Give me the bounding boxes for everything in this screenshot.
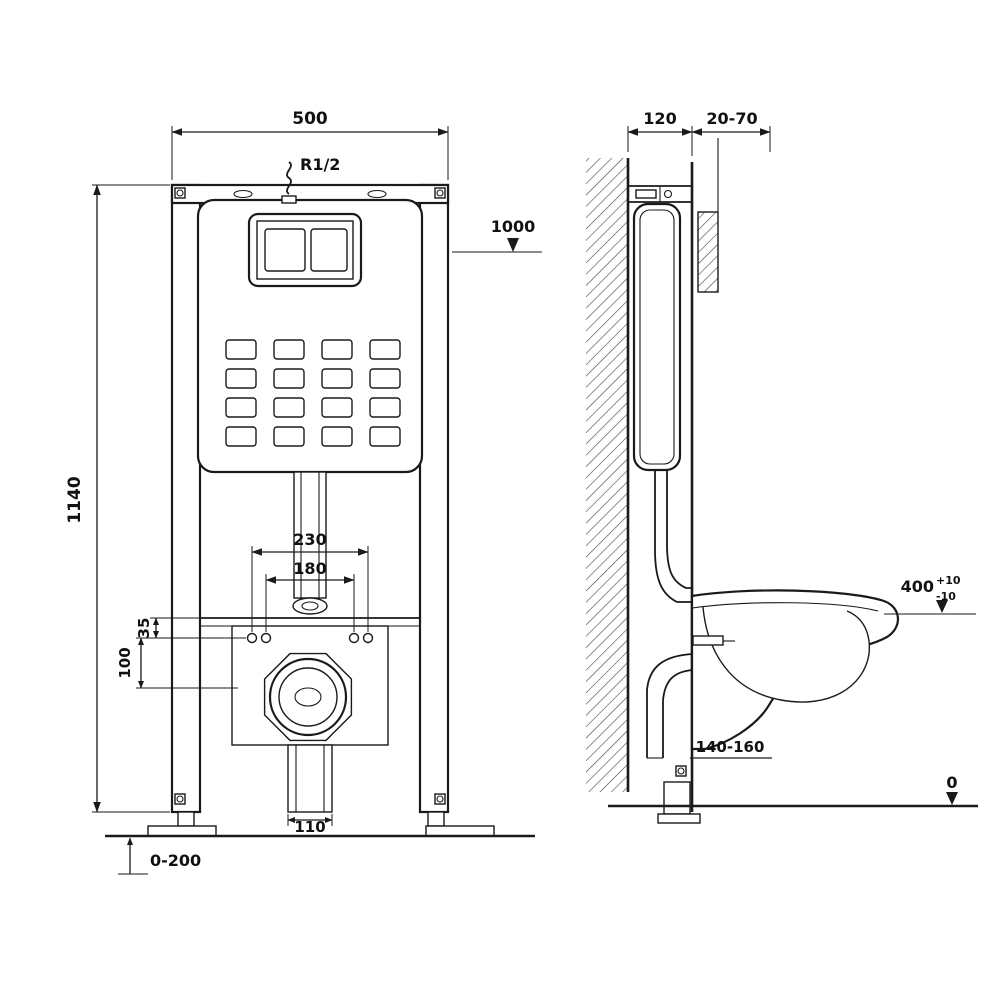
dim-fixing-outer: 230 bbox=[251, 530, 369, 632]
dim-frame-depth: 120 bbox=[627, 109, 693, 156]
flush-pipe-side bbox=[654, 470, 692, 603]
cistern-grid-cell bbox=[369, 368, 401, 389]
dim-outlet-width-label: 110 bbox=[294, 818, 325, 836]
fixing-hole bbox=[348, 632, 360, 644]
finished-wall-layer bbox=[697, 211, 719, 293]
dim-outlet-height-label: 140-160 bbox=[696, 738, 765, 756]
dim-button-height-label: 1000 bbox=[491, 217, 536, 236]
cistern-grid-cell bbox=[369, 426, 401, 447]
frame-right-rail bbox=[418, 183, 450, 814]
side-view: 120 20-70 bbox=[586, 109, 978, 824]
cistern-grid-cell bbox=[321, 339, 353, 360]
toilet-bowl bbox=[690, 589, 899, 751]
outlet-stub bbox=[287, 744, 333, 813]
foot-plate bbox=[425, 825, 495, 837]
dim-floor-zero-label: 0 bbox=[946, 773, 957, 792]
dim-bowl-height-label: 400 bbox=[901, 577, 934, 596]
dim-outlet-height: 140-160 bbox=[690, 738, 772, 759]
flush-plate bbox=[247, 212, 363, 288]
foot-plate bbox=[147, 825, 217, 837]
dim-offsets-left: 35 100 bbox=[116, 617, 246, 689]
dim-total-height-label: 1140 bbox=[65, 476, 85, 523]
dim-foot-adjust: 0-200 bbox=[118, 837, 201, 875]
dim-offset-small-label: 35 bbox=[135, 618, 153, 639]
cistern-grid bbox=[225, 339, 401, 447]
dim-frame-depth-label: 120 bbox=[643, 109, 676, 128]
water-inlet-squiggle-icon bbox=[286, 161, 292, 195]
dim-total-height: 1140 bbox=[65, 184, 170, 813]
fixing-hole bbox=[362, 632, 374, 644]
flush-pipe-connector bbox=[292, 597, 328, 615]
top-bar-slot bbox=[367, 189, 387, 199]
dim-wall-finish: 20-70 bbox=[691, 109, 771, 152]
dim-wall-finish-label: 20-70 bbox=[706, 109, 757, 128]
fixing-hole bbox=[260, 632, 272, 644]
dim-outlet-width: 110 bbox=[287, 814, 333, 836]
frame-bolts bbox=[174, 187, 446, 805]
seat-fixing-bar bbox=[692, 635, 724, 646]
cistern-grid-cell bbox=[369, 339, 401, 360]
top-wall-bracket bbox=[628, 185, 692, 203]
dim-front-width: 500 bbox=[171, 109, 449, 180]
dim-floor-zero: 0 bbox=[946, 773, 958, 805]
flush-button-small bbox=[310, 228, 348, 272]
dim-offset-large-label: 100 bbox=[116, 647, 134, 678]
flush-button-large bbox=[264, 228, 306, 272]
cistern-grid-cell bbox=[321, 368, 353, 389]
inlet-thread-label: R1/2 bbox=[300, 155, 340, 174]
cistern-grid-cell bbox=[369, 397, 401, 418]
dim-button-height: 1000 bbox=[452, 217, 542, 253]
cistern-side bbox=[632, 202, 682, 472]
cistern-grid-cell bbox=[273, 397, 305, 418]
frame-left-rail bbox=[170, 183, 202, 814]
cistern-grid-cell bbox=[273, 426, 305, 447]
dim-fixing-outer-label: 230 bbox=[293, 530, 326, 549]
waste-outlet bbox=[263, 652, 353, 742]
cistern-grid-cell bbox=[273, 339, 305, 360]
fixing-hole bbox=[246, 632, 258, 644]
cistern-grid-cell bbox=[321, 426, 353, 447]
outlet-elbow bbox=[646, 653, 693, 759]
water-inlet: R1/2 bbox=[281, 155, 340, 204]
cistern-grid-cell bbox=[225, 368, 257, 389]
wall-hatching bbox=[586, 158, 628, 792]
cistern-grid-cell bbox=[225, 426, 257, 447]
cistern-grid-cell bbox=[225, 397, 257, 418]
dim-bowl-tol-plus: +10 bbox=[936, 574, 961, 587]
dim-bowl-height: 400 +10 -10 bbox=[884, 574, 976, 615]
dim-fixing-inner-label: 180 bbox=[293, 559, 326, 578]
dim-foot-adjust-label: 0-200 bbox=[150, 851, 201, 870]
top-bar-slot bbox=[233, 189, 253, 199]
front-view: R1/2 bbox=[65, 109, 542, 875]
side-foot bbox=[657, 765, 701, 824]
dim-bowl-tol-minus: -10 bbox=[936, 590, 956, 603]
cistern-grid-cell bbox=[225, 339, 257, 360]
cistern-grid-cell bbox=[321, 397, 353, 418]
cistern-grid-cell bbox=[273, 368, 305, 389]
dim-front-width-label: 500 bbox=[292, 109, 328, 129]
dim-fixing-inner: 180 bbox=[265, 559, 355, 632]
